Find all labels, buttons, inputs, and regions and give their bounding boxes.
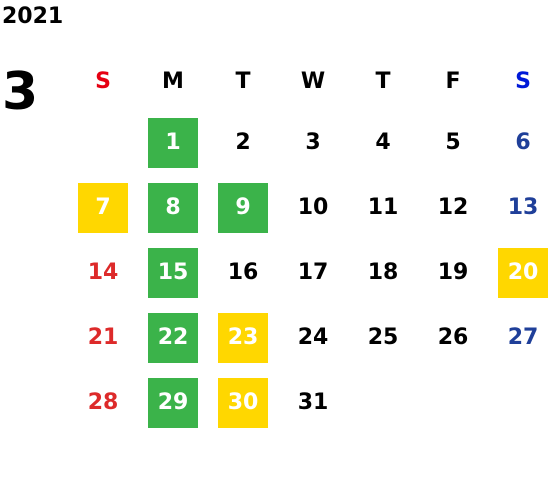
calendar-day-cell[interactable]: 1 xyxy=(138,117,208,168)
calendar-month: 3 xyxy=(2,62,39,122)
calendar-day-number: 22 xyxy=(148,312,198,363)
calendar-day-cell[interactable]: 25 xyxy=(348,313,418,362)
calendar-day-cell[interactable]: 11 xyxy=(348,183,418,232)
calendar-day-number: 28 xyxy=(87,390,119,415)
calendar-day-number: 1 xyxy=(148,117,198,168)
calendar-day-cell[interactable]: 16 xyxy=(208,248,278,297)
calendar-day-number: 29 xyxy=(148,377,198,428)
calendar-day-number: 16 xyxy=(227,260,259,285)
calendar-empty-cell xyxy=(418,378,488,427)
weekday-header-tuesday: T xyxy=(235,68,251,94)
calendar-day-number: 20 xyxy=(498,247,548,298)
calendar-day-cell[interactable]: 8 xyxy=(138,182,208,233)
weekday-header-saturday: S xyxy=(515,68,531,94)
calendar-day-number: 14 xyxy=(87,260,119,285)
calendar-day-number: 12 xyxy=(437,195,469,220)
calendar-day-number: 17 xyxy=(297,260,329,285)
calendar-day-number: 21 xyxy=(87,325,119,350)
calendar-day-number: 3 xyxy=(305,130,321,155)
calendar-day-number: 10 xyxy=(297,195,329,220)
calendar-day-cell[interactable]: 12 xyxy=(418,183,488,232)
calendar-empty-cell xyxy=(68,118,138,167)
calendar-day-number: 9 xyxy=(218,182,268,233)
calendar-day-cell[interactable]: 9 xyxy=(208,182,278,233)
weekday-header-friday: F xyxy=(445,68,461,94)
calendar-day-cell[interactable]: 19 xyxy=(418,248,488,297)
calendar-empty-cell xyxy=(488,378,548,427)
weekday-header-sunday: S xyxy=(95,68,111,94)
calendar-day-number: 30 xyxy=(218,377,268,428)
calendar-day-number xyxy=(358,378,408,428)
calendar-day-number: 2 xyxy=(235,130,251,155)
calendar-day-cell[interactable]: 2 xyxy=(208,118,278,167)
calendar-day-number: 23 xyxy=(218,312,268,363)
calendar-day-cell[interactable]: 21 xyxy=(68,313,138,362)
calendar-day-number: 31 xyxy=(297,390,329,415)
calendar-day-number: 5 xyxy=(445,130,461,155)
calendar-day-cell[interactable]: 29 xyxy=(138,377,208,428)
calendar-day-cell[interactable]: 15 xyxy=(138,247,208,298)
calendar-day-cell[interactable]: 28 xyxy=(68,378,138,427)
calendar-day-cell[interactable]: 23 xyxy=(208,312,278,363)
calendar-day-cell[interactable]: 10 xyxy=(278,183,348,232)
calendar-day-number: 18 xyxy=(367,260,399,285)
calendar-day-cell[interactable]: 20 xyxy=(488,247,548,298)
calendar-day-number: 19 xyxy=(437,260,469,285)
calendar-day-number: 24 xyxy=(297,325,329,350)
weekday-header-thursday: T xyxy=(375,68,391,94)
weekday-header-wednesday: W xyxy=(300,68,326,94)
calendar-day-cell[interactable]: 27 xyxy=(488,313,548,362)
calendar-day-number: 25 xyxy=(367,325,399,350)
calendar-day-number: 11 xyxy=(367,195,399,220)
calendar-day-cell[interactable]: 24 xyxy=(278,313,348,362)
calendar-day-number: 6 xyxy=(515,130,531,155)
calendar-day-cell[interactable]: 30 xyxy=(208,377,278,428)
calendar-day-cell[interactable]: 6 xyxy=(488,118,548,167)
calendar-day-number: 4 xyxy=(375,130,391,155)
weekday-header-monday: M xyxy=(162,68,184,94)
calendar-day-number: 27 xyxy=(507,325,539,350)
calendar-day-number xyxy=(498,378,548,428)
calendar-day-cell[interactable]: 3 xyxy=(278,118,348,167)
calendar-day-number: 15 xyxy=(148,247,198,298)
calendar-year: 2021 xyxy=(2,4,64,29)
calendar-day-cell[interactable]: 18 xyxy=(348,248,418,297)
calendar-day-number: 13 xyxy=(507,195,539,220)
calendar-day-cell[interactable]: 17 xyxy=(278,248,348,297)
calendar-empty-cell xyxy=(348,378,418,427)
calendar-day-number: 8 xyxy=(148,182,198,233)
calendar-day-cell[interactable]: 5 xyxy=(418,118,488,167)
calendar-day-cell[interactable]: 14 xyxy=(68,248,138,297)
calendar-day-cell[interactable]: 26 xyxy=(418,313,488,362)
calendar-day-number: 26 xyxy=(437,325,469,350)
calendar-day-cell[interactable]: 4 xyxy=(348,118,418,167)
calendar-day-number xyxy=(78,118,128,168)
calendar-day-number: 7 xyxy=(78,182,128,233)
calendar-day-cell[interactable]: 7 xyxy=(68,182,138,233)
calendar-day-cell[interactable]: 31 xyxy=(278,378,348,427)
calendar-day-number xyxy=(428,378,478,428)
calendar-day-cell[interactable]: 13 xyxy=(488,183,548,232)
calendar-day-cell[interactable]: 22 xyxy=(138,312,208,363)
